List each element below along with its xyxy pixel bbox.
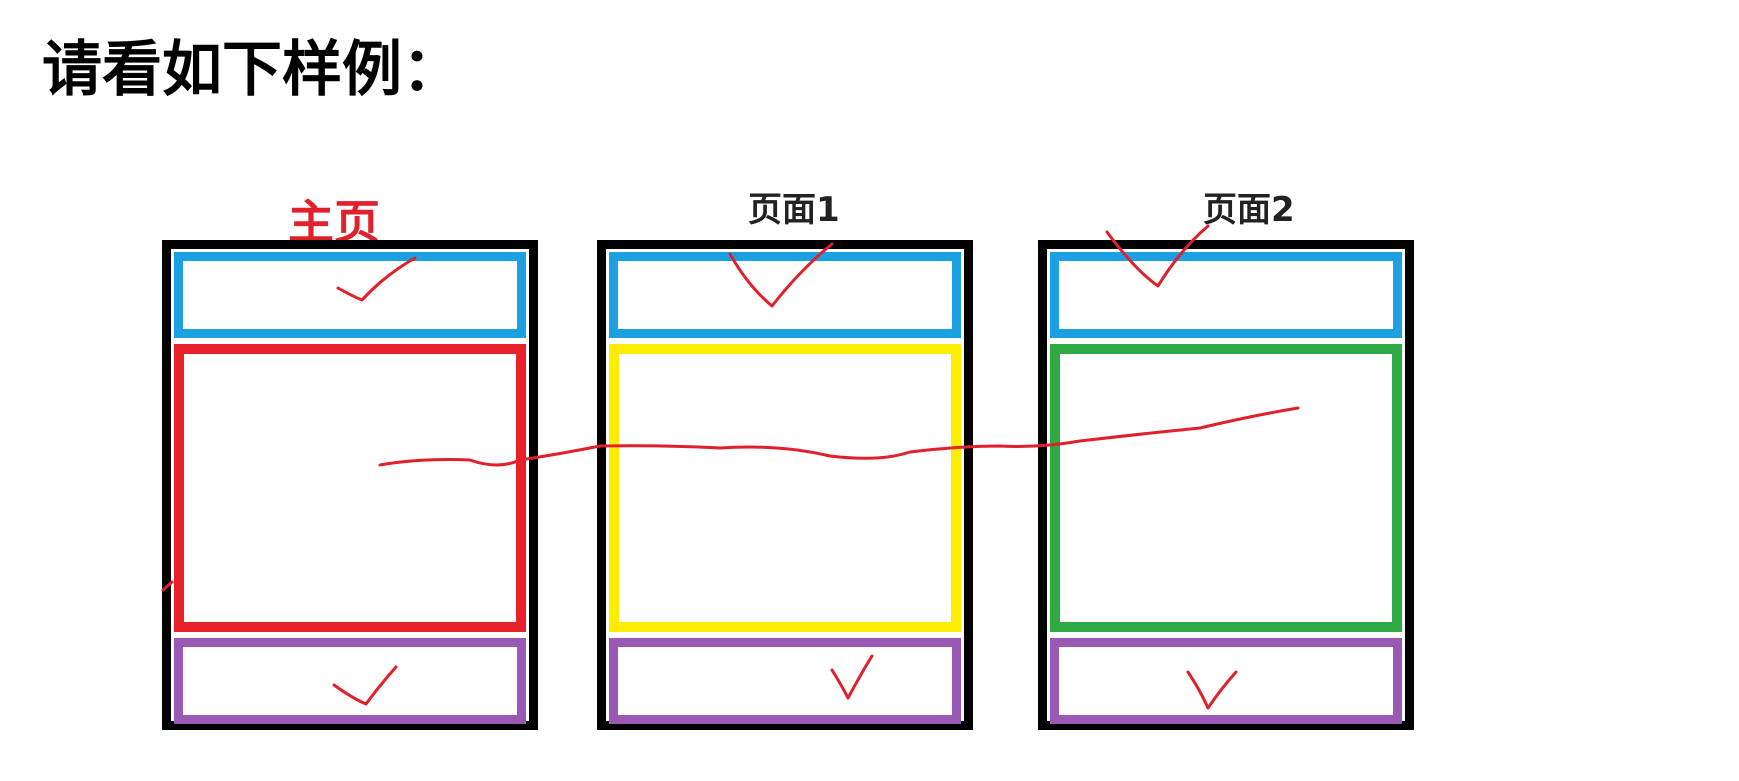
- label-page1: 页面1: [748, 190, 840, 230]
- page2-content: [1050, 344, 1402, 632]
- label-page2: 页面2: [1203, 190, 1295, 230]
- page1-header: [609, 252, 961, 338]
- page1-footer: [609, 638, 961, 724]
- page-title: 请看如下样例：: [42, 35, 462, 105]
- home-content: [174, 344, 526, 632]
- home-header: [174, 252, 526, 338]
- page2-header: [1050, 252, 1402, 338]
- page2-footer: [1050, 638, 1402, 724]
- phone-page1: [597, 240, 973, 730]
- page1-content: [609, 344, 961, 632]
- phone-page2: [1038, 240, 1414, 730]
- phone-home: [162, 240, 538, 730]
- home-footer: [174, 638, 526, 724]
